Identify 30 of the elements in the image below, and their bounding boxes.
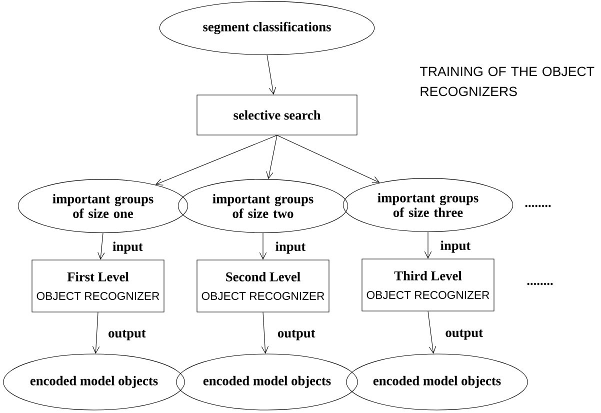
edge-label: input (276, 242, 306, 254)
ellipse-node: segment classifications (159, 1, 375, 55)
ellipse-node: important groups of size two (178, 179, 348, 233)
title-label: TRAINING OF THE OBJECT RECOGNIZERS (420, 66, 594, 96)
arrow (155, 135, 278, 186)
arrow (259, 232, 267, 260)
process-box: selective search (196, 94, 358, 136)
arrow (424, 232, 432, 259)
ellipsis-dots: ........ (525, 204, 551, 208)
arrow (266, 54, 276, 95)
edge-label: input (440, 240, 471, 253)
arrow (266, 135, 278, 180)
edge-label: output (446, 329, 483, 340)
arrow (276, 135, 380, 184)
ellipse-node: encoded model objects (346, 354, 528, 410)
ellipse-node: encoded model objects (3, 354, 185, 410)
edge-label: output (108, 330, 146, 340)
edge-label: input (112, 242, 143, 254)
arrow (428, 311, 436, 354)
ellipsis-dots: ........ (527, 282, 553, 286)
edge-label: output (278, 330, 316, 340)
ellipse-node: encoded model objects (176, 354, 358, 410)
arrow (98, 232, 105, 260)
arrow (92, 312, 100, 354)
ellipse-node: important groups of size three (342, 178, 514, 232)
recognizer-box: First Level OBJECT RECOGNIZER (32, 260, 164, 312)
arrow (261, 312, 269, 354)
ellipse-node: important groups of size one (18, 179, 188, 233)
recognizer-box: Second Level OBJECT RECOGNIZER (196, 260, 330, 312)
recognizer-box: Third Level OBJECT RECOGNIZER (362, 258, 494, 312)
